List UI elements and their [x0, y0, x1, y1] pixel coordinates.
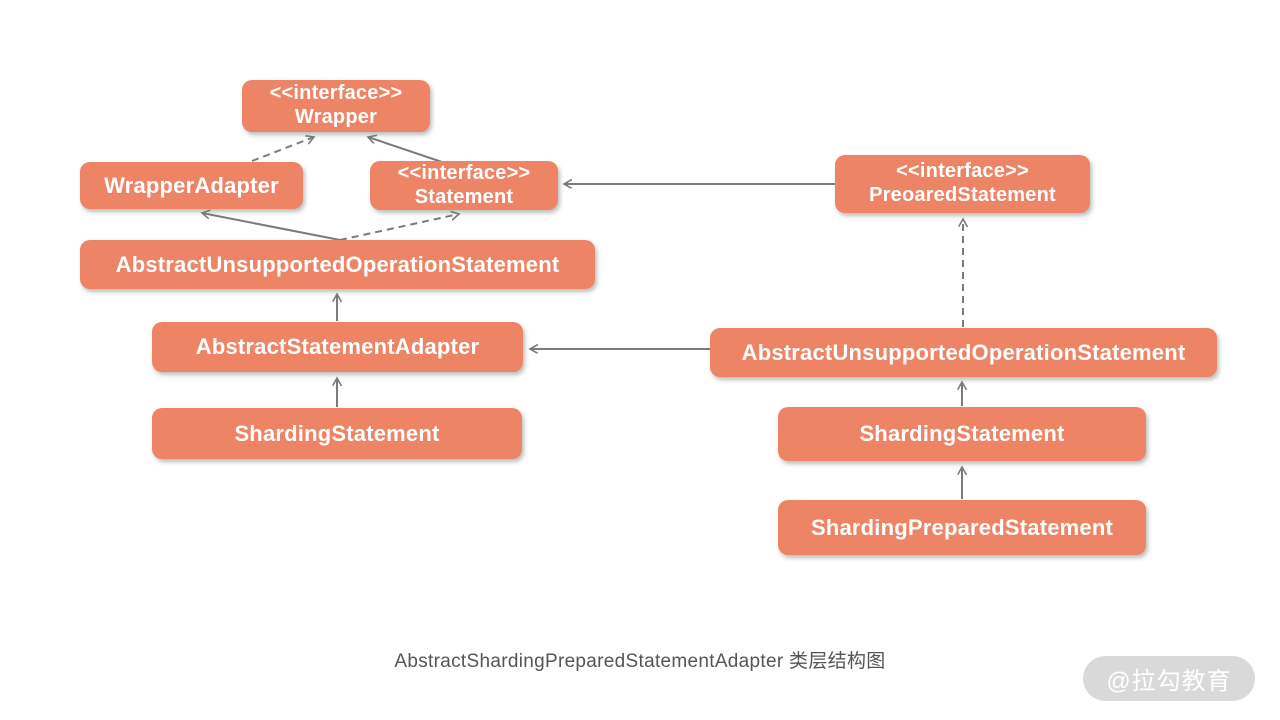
edge-abstractunsupported-left-to-statement: [339, 214, 459, 241]
node-label: PreoaredStatement: [869, 184, 1056, 206]
node-sharding-prepared-statement: ShardingPreparedStatement: [778, 500, 1146, 555]
node-abstract-unsupported-operation-statement-right: AbstractUnsupportedOperationStatement: [710, 328, 1217, 377]
node-label: Statement: [414, 185, 514, 208]
node-wrapper-adapter: WrapperAdapter: [80, 162, 303, 209]
edge-abstractunsupported-left-to-wrapperadapter: [202, 213, 341, 241]
node-label: ShardingStatement: [859, 421, 1065, 447]
node-stereotype: <<interface>>: [896, 160, 1029, 183]
node-interface-wrapper: <<interface>> Wrapper: [242, 80, 430, 132]
node-label: AbstractUnsupportedOperationStatement: [115, 251, 560, 277]
node-label: Wrapper: [294, 106, 378, 128]
node-abstract-unsupported-operation-statement-left: AbstractUnsupportedOperationStatement: [80, 240, 595, 289]
node-label: ShardingPreparedStatement: [810, 514, 1114, 540]
node-label: AbstractStatementAdapter: [195, 334, 480, 360]
edge-wrapperadapter-to-wrapper: [251, 137, 314, 162]
edge-statement-to-wrapper: [368, 137, 443, 163]
node-abstract-statement-adapter: AbstractStatementAdapter: [152, 322, 523, 372]
node-interface-preoared-statement: <<interface>> PreoaredStatement: [835, 155, 1090, 213]
node-label: WrapperAdapter: [104, 172, 279, 198]
node-label: AbstractUnsupportedOperationStatement: [741, 339, 1186, 365]
node-label: ShardingStatement: [234, 420, 440, 446]
watermark-text: @拉勾教育: [1106, 668, 1232, 695]
node-stereotype: <<interface>>: [397, 161, 531, 184]
diagram-caption: AbstractShardingPreparedStatementAdapter…: [394, 651, 886, 672]
node-sharding-statement-left: ShardingStatement: [152, 408, 522, 459]
node-interface-statement: <<interface>> Statement: [370, 161, 558, 210]
node-stereotype: <<interface>>: [269, 82, 403, 105]
node-sharding-statement-right: ShardingStatement: [778, 407, 1146, 461]
watermark-badge: @拉勾教育: [1083, 656, 1255, 701]
